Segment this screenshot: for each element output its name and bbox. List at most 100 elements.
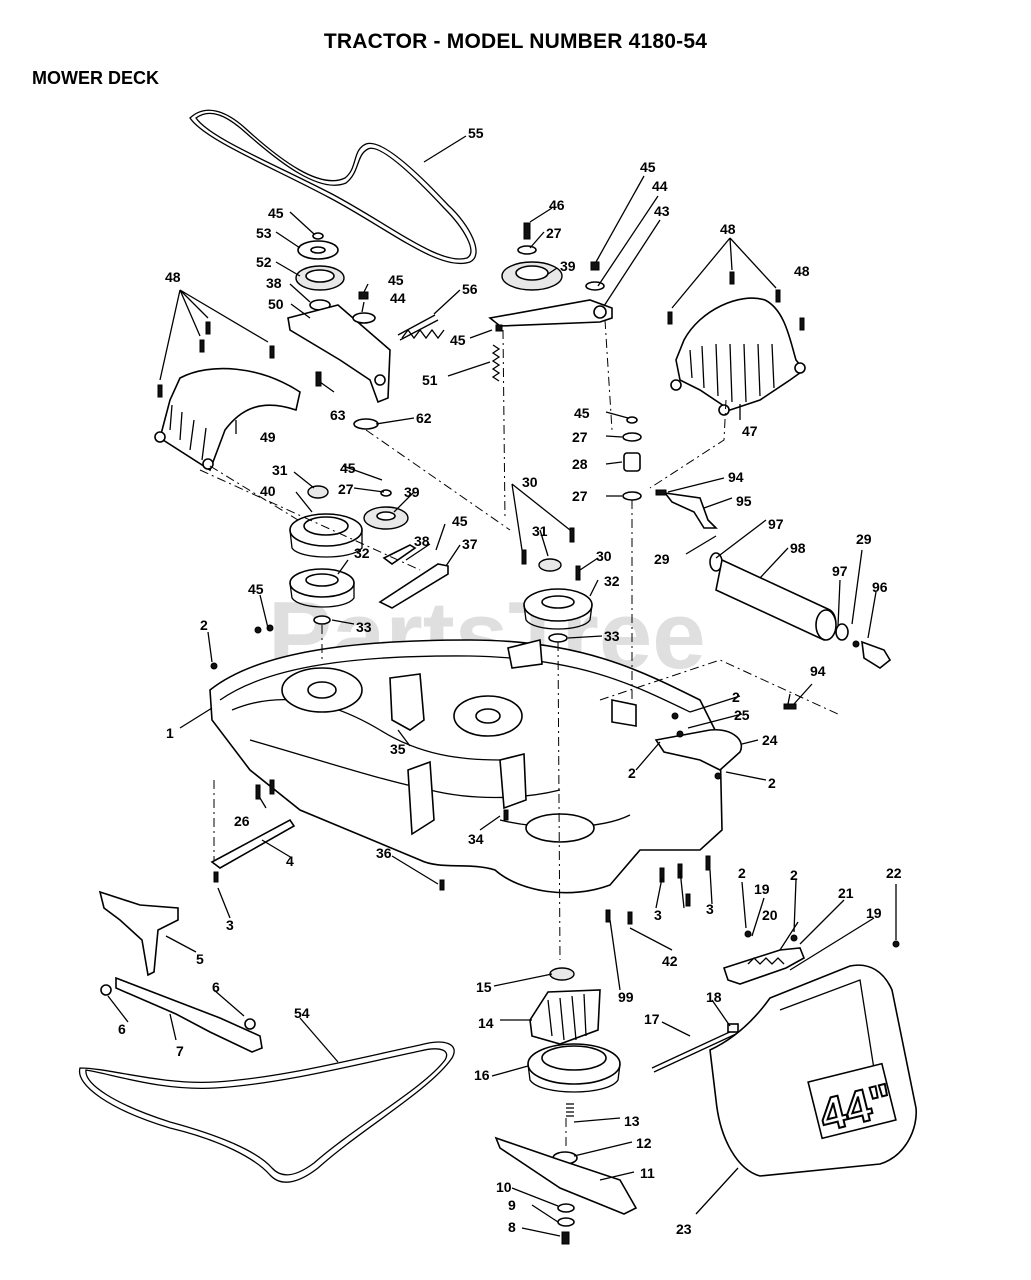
callout-45: 45 <box>450 332 466 348</box>
callout-37: 37 <box>462 536 478 552</box>
callout-1: 1 <box>166 725 174 741</box>
callout-13: 13 <box>624 1113 640 1129</box>
callout-95: 95 <box>736 493 752 509</box>
spindle-pulley-stack-right <box>521 527 593 643</box>
callout-11: 11 <box>640 1165 655 1181</box>
bracket-24 <box>654 729 743 771</box>
callout-28: 28 <box>572 456 588 472</box>
leader-lines <box>107 135 897 1237</box>
callout-38: 38 <box>414 533 430 549</box>
bracket-4 <box>210 818 296 869</box>
callout-33: 33 <box>356 619 372 635</box>
callout-98: 98 <box>790 540 806 556</box>
callout-29: 29 <box>856 531 872 547</box>
callout-22: 22 <box>886 865 902 881</box>
callout-46: 46 <box>549 197 565 213</box>
callout-25: 25 <box>734 707 750 723</box>
belt-cover-47 <box>670 297 806 416</box>
bracket-5 <box>98 890 179 977</box>
screws-48 <box>157 271 805 398</box>
section-title: MOWER DECK <box>32 68 159 88</box>
callout-3: 3 <box>706 901 714 917</box>
callout-6: 6 <box>118 1021 126 1037</box>
callout-94: 94 <box>728 469 744 485</box>
callout-27: 27 <box>546 225 562 241</box>
idler-pulley-assembly-right <box>488 222 613 332</box>
callout-7: 7 <box>176 1043 184 1059</box>
spring-51 <box>491 344 501 382</box>
drive-belt-55 <box>189 109 477 265</box>
clip-6-left <box>100 984 112 996</box>
callout-47: 47 <box>742 423 758 439</box>
callout-17: 17 <box>644 1011 660 1027</box>
callout-45: 45 <box>640 159 656 175</box>
callout-12: 12 <box>636 1135 652 1151</box>
callout-97: 97 <box>832 563 848 579</box>
callout-49: 49 <box>260 429 276 445</box>
callout-97: 97 <box>768 516 784 532</box>
mower-deck-1 <box>209 638 723 894</box>
callout-45: 45 <box>340 460 356 476</box>
callout-2: 2 <box>738 865 746 881</box>
callout-26: 26 <box>234 813 250 829</box>
page-title: TRACTOR - MODEL NUMBER 4180-54 <box>323 30 708 53</box>
callout-52: 52 <box>256 254 272 270</box>
callout-96: 96 <box>872 579 888 595</box>
callout-31: 31 <box>532 523 548 539</box>
center-spacer-stack <box>622 416 642 501</box>
callout-6: 6 <box>212 979 220 995</box>
discharge-chute-23: 44" <box>709 964 917 1177</box>
callout-8: 8 <box>508 1219 516 1235</box>
callout-20: 20 <box>762 907 778 923</box>
callout-44: 44 <box>390 290 406 306</box>
callout-24: 24 <box>762 732 778 748</box>
callout-2: 2 <box>768 775 776 791</box>
callout-40: 40 <box>260 483 276 499</box>
callout-48: 48 <box>165 269 181 285</box>
callout-30: 30 <box>522 474 538 490</box>
lift-link-7 <box>115 976 263 1053</box>
callout-32: 32 <box>604 573 620 589</box>
drive-belt-54 <box>78 1041 455 1183</box>
callout-43: 43 <box>654 203 670 219</box>
callout-2: 2 <box>790 867 798 883</box>
callout-9: 9 <box>508 1197 516 1213</box>
callout-36: 36 <box>376 845 392 861</box>
anti-scalp-roller-assembly <box>655 489 892 710</box>
callout-3: 3 <box>226 917 234 933</box>
callout-42: 42 <box>662 953 678 969</box>
callout-33: 33 <box>604 628 620 644</box>
rod-17 <box>651 1029 737 1073</box>
callout-labels: 55 45 53 52 38 50 45 44 56 45 51 63 62 4… <box>118 125 902 1237</box>
callout-55: 55 <box>468 125 484 141</box>
callout-18: 18 <box>706 989 722 1005</box>
callout-35: 35 <box>390 741 406 757</box>
callout-45: 45 <box>388 272 404 288</box>
callout-39: 39 <box>560 258 576 274</box>
callout-29: 29 <box>654 551 670 567</box>
callout-44: 44 <box>652 178 668 194</box>
callout-15: 15 <box>476 979 492 995</box>
collar-18 <box>727 1023 739 1033</box>
callout-99: 99 <box>618 989 634 1005</box>
blade-spindle-assembly <box>494 967 638 1245</box>
callout-63: 63 <box>330 407 346 423</box>
clip-6-right <box>244 1018 256 1030</box>
callout-56: 56 <box>462 281 478 297</box>
callout-4: 4 <box>286 853 294 869</box>
callout-51: 51 <box>422 372 438 388</box>
callout-23: 23 <box>676 1221 692 1237</box>
callout-16: 16 <box>474 1067 490 1083</box>
belt-cover-49 <box>154 367 301 472</box>
callout-34: 34 <box>468 831 484 847</box>
callout-54: 54 <box>294 1005 310 1021</box>
callout-30: 30 <box>596 548 612 564</box>
callout-32: 32 <box>354 545 370 561</box>
callout-48: 48 <box>794 263 810 279</box>
callout-3: 3 <box>654 907 662 923</box>
callout-48: 48 <box>720 221 736 237</box>
callout-14: 14 <box>478 1015 494 1031</box>
bracket-20 <box>722 947 806 985</box>
callout-50: 50 <box>268 296 284 312</box>
callout-19: 19 <box>754 881 770 897</box>
